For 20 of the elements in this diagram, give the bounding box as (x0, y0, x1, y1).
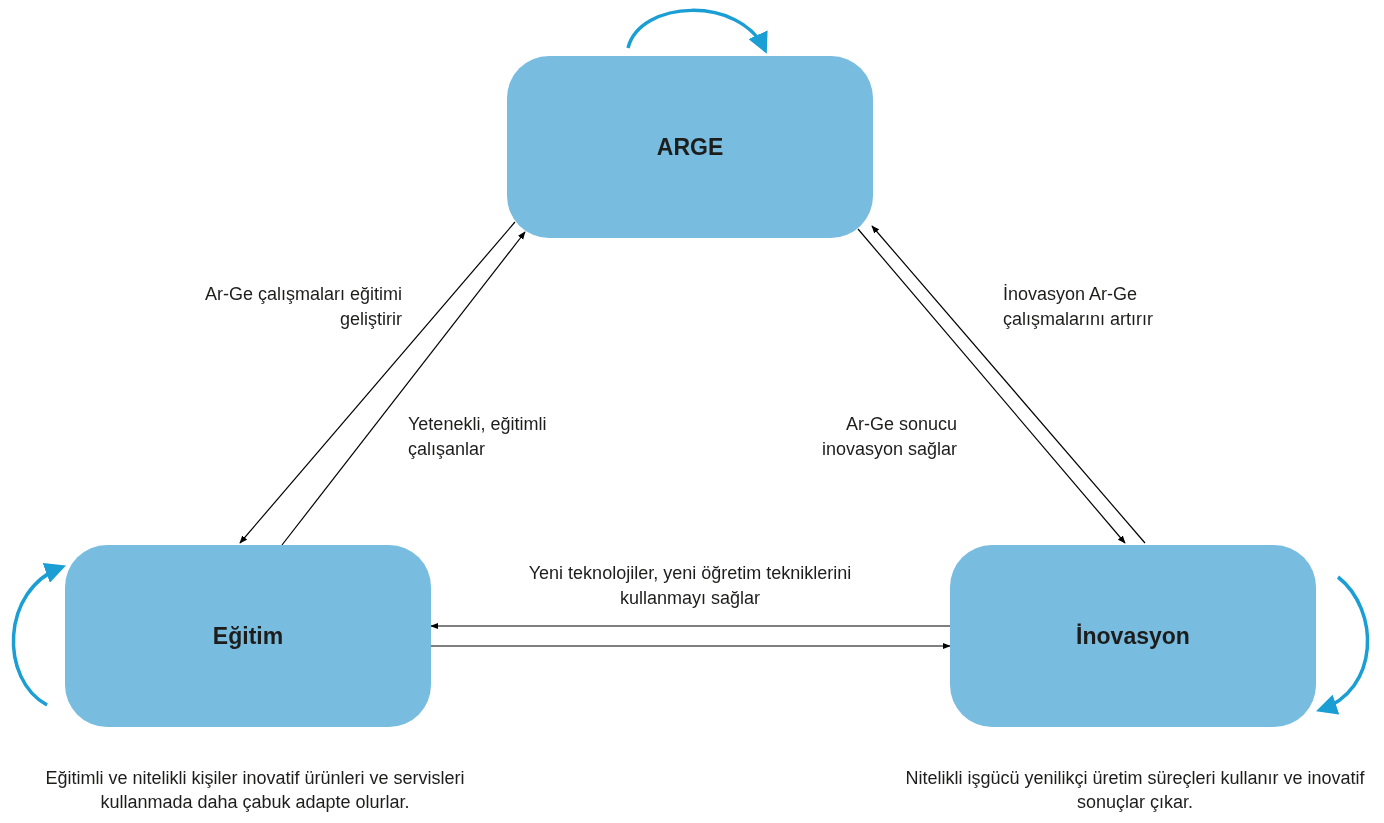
arrow (430, 642, 951, 650)
edge-label: Ar-Ge sonucu inovasyon sağlar (820, 413, 957, 461)
node-title: İnovasyon (1076, 622, 1190, 650)
loop-arrow (1316, 575, 1370, 713)
edge-label: Yeni teknolojiler, yeni öğretim tekniklerini kullanmayı sağlar (527, 562, 853, 610)
arrow (281, 231, 526, 546)
edge-label: Ar-Ge çalışmaları eğitimi geliştirir (203, 283, 402, 331)
process-box (950, 545, 1316, 727)
arrow (239, 221, 516, 544)
process-box (507, 56, 873, 238)
node-title: ARGE (656, 133, 724, 161)
edge-label: İnovasyon Ar-Ge çalışmalarını artırır (1003, 283, 1155, 331)
node-caption: Nitelikli işgücü yenilikçi üretim süreçleri kullanır ve inovatif sonuçlar çıkar. (904, 767, 1366, 814)
node-title: Eğitim (212, 622, 284, 650)
loop-arrow (11, 565, 66, 707)
loop-arrow (626, 8, 768, 54)
process-box (65, 545, 431, 727)
node-caption: Eğitimli ve nitelikli kişiler inovatif ürünleri ve servisleri kullanmada daha çabuk adapte olurlar. (44, 767, 466, 814)
edge-label: Yetenekli, eğitimli çalışanlar (408, 413, 548, 461)
arrow (430, 622, 951, 630)
